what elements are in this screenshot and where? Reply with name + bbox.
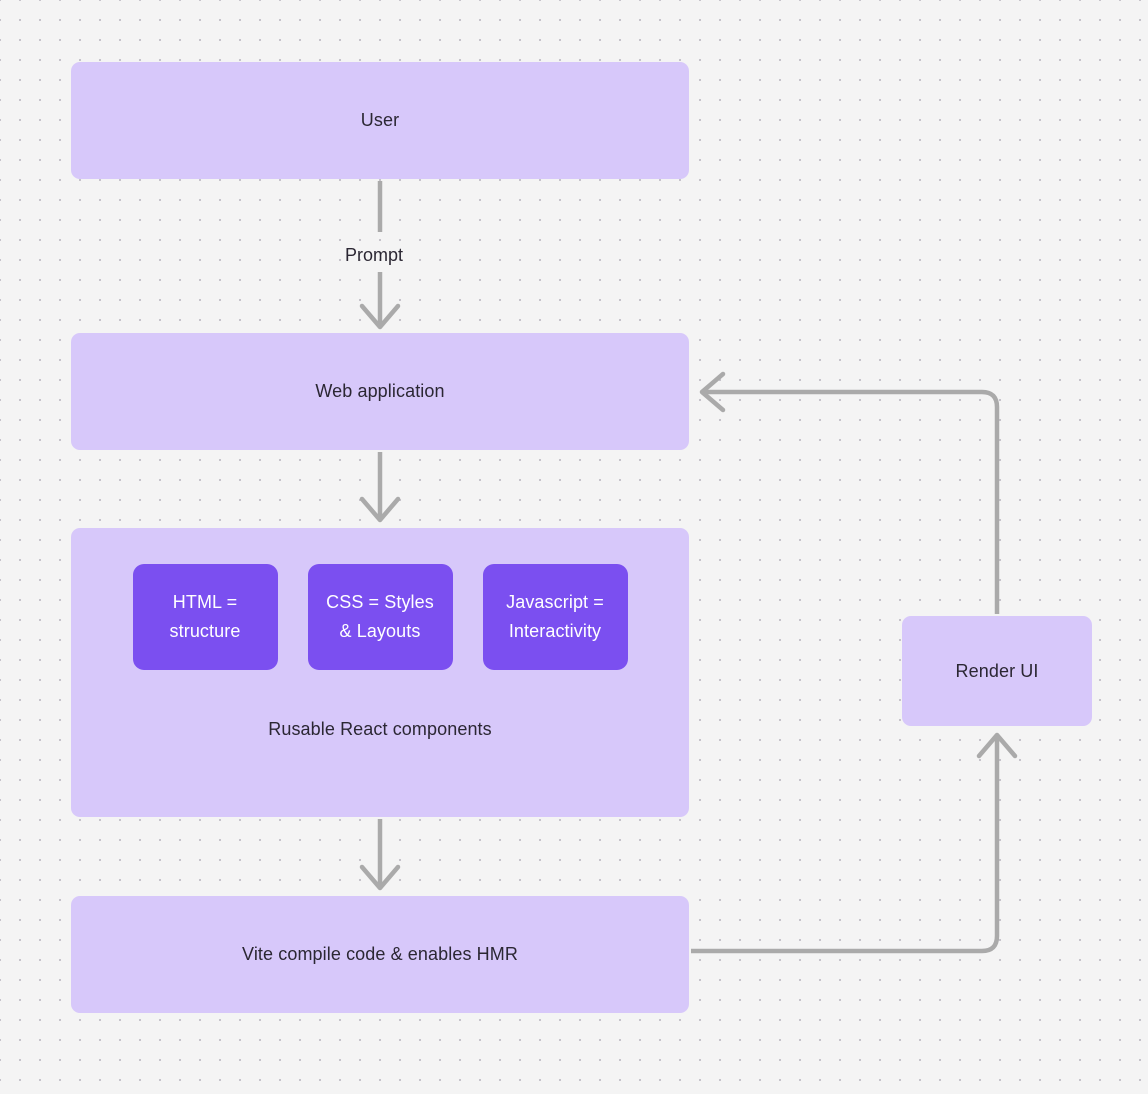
node-vite-label: Vite compile code & enables HMR: [242, 944, 518, 965]
node-vite[interactable]: Vite compile code & enables HMR: [71, 896, 689, 1013]
edge-label-prompt: Prompt: [345, 245, 404, 265]
chip-html[interactable]: HTML = structure: [132, 564, 278, 670]
chip-row: HTML = structure CSS = Styles & Layouts …: [71, 564, 689, 670]
node-reusable-react-components[interactable]: HTML = structure CSS = Styles & Layouts …: [71, 528, 689, 817]
node-user[interactable]: User: [71, 62, 689, 179]
node-render-ui-label: Render UI: [955, 660, 1039, 681]
chip-css[interactable]: CSS = Styles & Layouts: [307, 564, 453, 670]
node-web-application-label: Web application: [315, 381, 445, 402]
chip-javascript[interactable]: Javascript = Interactivity: [482, 564, 628, 670]
edge-webapp-to-components: [359, 452, 401, 523]
edge-components-to-vite: [359, 819, 401, 891]
chip-html-label: HTML = structure: [169, 592, 241, 641]
node-render-ui[interactable]: Render UI: [902, 616, 1092, 726]
node-user-label: User: [360, 110, 400, 131]
chip-javascript-label: Javascript = Interactivity: [506, 592, 604, 641]
edge-vite-to-render: [691, 732, 1018, 954]
node-reusable-react-components-caption: Rusable React components: [268, 719, 492, 739]
node-web-application[interactable]: Web application: [71, 333, 689, 450]
edge-render-to-webapp: [699, 371, 1000, 614]
chip-css-label: CSS = Styles & Layouts: [326, 592, 434, 641]
